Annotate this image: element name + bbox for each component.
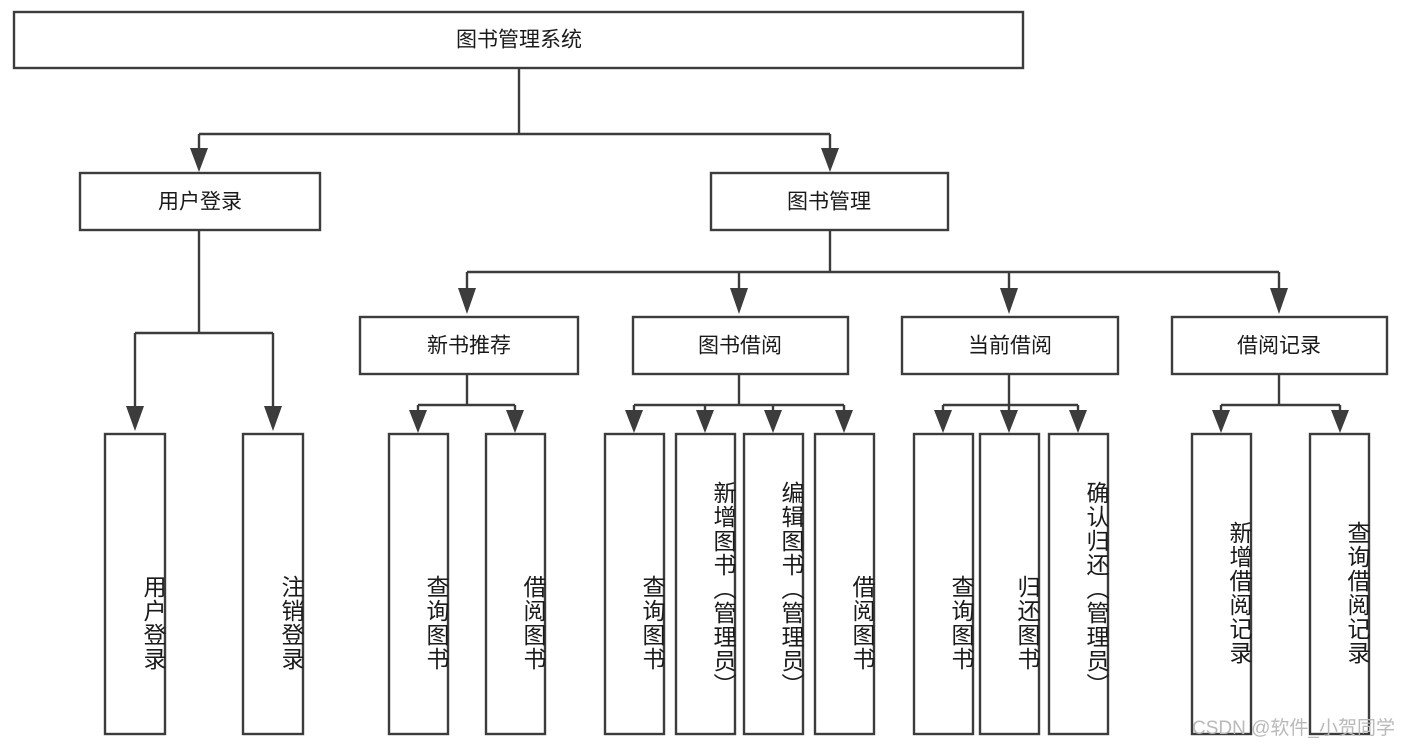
node-record[interactable]: 借阅记录 — [1170, 315, 1389, 376]
connector-group-root — [190, 68, 839, 172]
node-label-current: 当前借阅 — [968, 335, 1052, 358]
node-box-leaf-record-1[interactable] — [1190, 432, 1253, 736]
node-root[interactable]: 图书管理系统 — [12, 10, 1025, 70]
node-box-borrow[interactable] — [631, 315, 850, 376]
node-borrow[interactable]: 图书借阅 — [631, 315, 850, 376]
node-label-newbook: 新书推荐 — [427, 335, 511, 358]
arrow-head-icon — [264, 406, 282, 431]
node-label-root: 图书管理系统 — [456, 29, 582, 52]
arrow-head-icon — [625, 410, 643, 433]
node-box-leaf-current-3[interactable] — [1047, 432, 1110, 736]
csdn-watermark: CSDN @软件_小贺同学 — [1192, 718, 1395, 739]
arrow-head-icon — [1212, 410, 1230, 433]
node-box-leaf-login-2[interactable] — [241, 432, 305, 736]
node-box-current[interactable] — [900, 315, 1120, 376]
arrow-head-icon — [126, 406, 144, 431]
node-box-leaf-borrow-2[interactable] — [674, 432, 737, 736]
node-box-login[interactable] — [78, 171, 322, 232]
node-box-leaf-borrow-4[interactable] — [813, 432, 876, 736]
node-box-leaf-borrow-1[interactable] — [603, 432, 666, 736]
node-box-bookmgmt[interactable] — [709, 171, 950, 232]
arrow-head-icon — [835, 410, 853, 433]
connector-group-borrow — [625, 374, 853, 433]
node-box-leaf-login-1[interactable] — [103, 432, 167, 736]
node-box-leaf-current-2[interactable] — [978, 432, 1041, 736]
connector-group-newbook — [409, 374, 524, 433]
node-bookmgmt[interactable]: 图书管理 — [709, 171, 950, 232]
arrow-head-icon — [190, 148, 208, 172]
connector-group-bookmgmt — [458, 230, 1288, 314]
node-label-bookmgmt: 图书管理 — [787, 191, 871, 214]
arrow-head-icon — [730, 288, 748, 314]
node-newbook[interactable]: 新书推荐 — [358, 315, 580, 376]
node-box-newbook[interactable] — [358, 315, 580, 376]
arrow-head-icon — [409, 410, 427, 433]
node-label-login: 用户登录 — [158, 191, 242, 214]
node-box-leaf-newbook-2[interactable] — [484, 432, 547, 736]
node-box-record[interactable] — [1170, 315, 1389, 376]
arrow-head-icon — [1270, 288, 1288, 314]
node-box-root[interactable] — [12, 10, 1025, 70]
connector-group-login — [126, 230, 282, 431]
node-box-leaf-newbook-1[interactable] — [387, 432, 450, 736]
node-login[interactable]: 用户登录 — [78, 171, 322, 232]
connector-group-current — [934, 374, 1087, 433]
node-label-borrow: 图书借阅 — [698, 335, 782, 358]
arrow-head-icon — [764, 410, 782, 433]
arrow-head-icon — [821, 148, 839, 172]
arrow-head-icon — [506, 410, 524, 433]
connector-group-record — [1212, 374, 1349, 433]
arrow-head-icon — [1000, 288, 1018, 314]
node-box-leaf-record-2[interactable] — [1308, 432, 1371, 736]
node-label-record: 借阅记录 — [1237, 335, 1321, 358]
arrow-head-icon — [696, 410, 714, 433]
arrow-head-icon — [458, 288, 476, 314]
node-box-leaf-borrow-3[interactable] — [742, 432, 805, 736]
arrow-head-icon — [1000, 410, 1018, 433]
arrow-head-icon — [1331, 410, 1349, 433]
arrow-head-icon — [934, 410, 952, 433]
node-box-leaf-current-1[interactable] — [912, 432, 975, 736]
arrow-head-icon — [1069, 410, 1087, 433]
node-current[interactable]: 当前借阅 — [900, 315, 1120, 376]
